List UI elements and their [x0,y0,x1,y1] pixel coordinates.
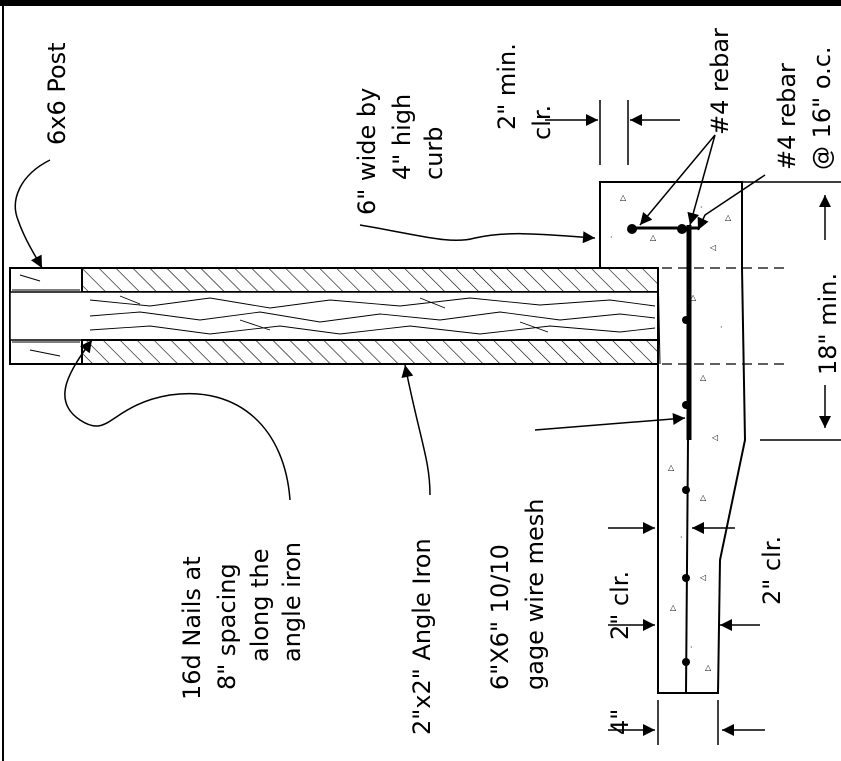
svg-text:△: △ [670,603,677,612]
dashed-guides [630,267,790,365]
label-clr-2min-2: clr. [528,105,556,140]
svg-text:△: △ [620,193,627,202]
svg-text:◁: ◁ [709,243,716,252]
svg-text:·: · [700,203,703,212]
reinforcement [627,224,700,694]
label-nails-2: 8" spacing [213,563,241,690]
label-nails-3: along the [246,548,274,662]
svg-text:·: · [675,413,678,422]
svg-text:◁: ◁ [699,573,706,582]
label-mesh-2: gage wire mesh [521,499,549,690]
label-clr-2-bottom: 2" clr. [606,571,634,640]
label-min-18: 18" min. [814,273,841,375]
svg-text:·: · [610,233,613,242]
label-curb-2: 4" high [388,94,416,180]
label-curb-1: 6" wide by [353,88,381,215]
wood-deck [9,291,661,341]
svg-text:△: △ [725,213,732,222]
svg-text:△: △ [650,233,657,242]
label-rebar-spacing-1: #4 rebar [773,63,801,170]
svg-text:·: · [680,533,683,542]
svg-text:△: △ [690,293,697,302]
rebar-dot [677,224,687,234]
svg-text:△: △ [700,373,707,382]
label-rebar-top: #4 rebar [706,28,734,135]
label-angle-iron: 2"x2" Angle Iron [408,538,436,735]
svg-text:·: · [690,643,693,652]
svg-text:·: · [720,323,723,332]
label-post: 6x6 Post [43,42,71,145]
dimension-lines [545,100,841,745]
angle-iron-bottom [81,339,661,365]
rebar-dot [627,224,637,234]
svg-text:△: △ [668,463,675,472]
svg-text:△: △ [700,493,707,502]
angle-iron-top [81,267,661,293]
label-nails-4: angle iron [278,542,306,662]
label-clr-2-side: 2" clr. [758,536,786,605]
svg-text:◁: ◁ [711,433,718,442]
labels: 6x6 Post #4 rebar #4 rebar @ 16" o.c. 2"… [43,28,841,735]
svg-text:△: △ [705,663,712,672]
label-clr-2min-1: 2" min. [493,43,521,130]
label-rebar-spacing-2: @ 16" o.c. [808,46,836,170]
label-nails-1: 16d Nails at [178,556,206,700]
label-mesh-1: 6"X6" 10/10 [486,544,514,690]
leader-lines [14,134,766,501]
label-dim-4: 4" [606,709,634,735]
label-curb-3: curb [420,126,448,180]
